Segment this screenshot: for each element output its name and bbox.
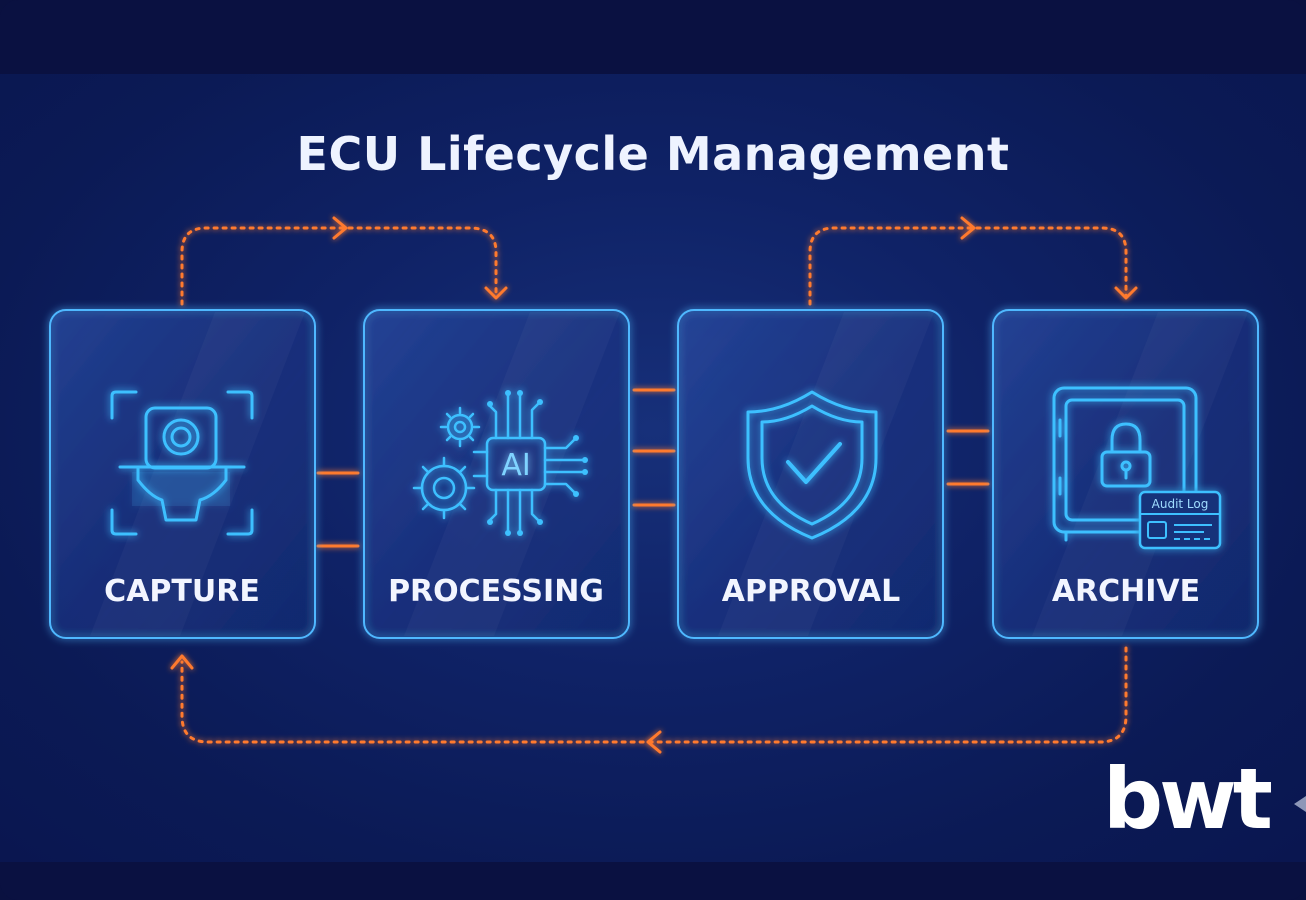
arrowhead-right-1 (332, 216, 348, 240)
stage-card-archive: Audit Log ARCHIVE (992, 309, 1259, 639)
arrowhead-left-bottom (646, 730, 662, 754)
stage-card-approval: APPROVAL (677, 309, 944, 639)
audit-log-label: Audit Log (1152, 497, 1209, 511)
audit-log-card-icon (1138, 490, 1222, 550)
arrowhead-down-1 (484, 286, 508, 300)
connector-archive-to-capture (180, 646, 1128, 744)
card-links (316, 388, 990, 548)
arrowhead-right-2 (960, 216, 976, 240)
shield-check-icon (746, 390, 878, 540)
stage-label-capture: CAPTURE (104, 574, 260, 609)
connector-capture-to-processing (180, 226, 498, 306)
diagram-title: ECU Lifecycle Management (297, 127, 1010, 181)
arrowhead-down-2 (1114, 286, 1138, 300)
stage-label-processing: PROCESSING (388, 574, 604, 609)
stage-card-capture: CAPTURE (49, 309, 316, 639)
camera-scan-icon (110, 390, 254, 536)
arrowhead-up-capture (170, 654, 194, 670)
ai-chip-label: AI (501, 448, 530, 483)
stage-card-processing: AI PROCESSING (363, 309, 630, 639)
stage-label-approval: APPROVAL (722, 574, 901, 609)
stage-label-archive: ARCHIVE (1052, 574, 1200, 609)
bwt-logo: bwt (1103, 750, 1272, 848)
edge-chevron-icon (1294, 796, 1306, 812)
bottom-band (0, 862, 1306, 900)
top-band (0, 0, 1306, 74)
ai-chip-gears-icon (412, 390, 588, 536)
connector-approval-to-archive (808, 226, 1128, 306)
